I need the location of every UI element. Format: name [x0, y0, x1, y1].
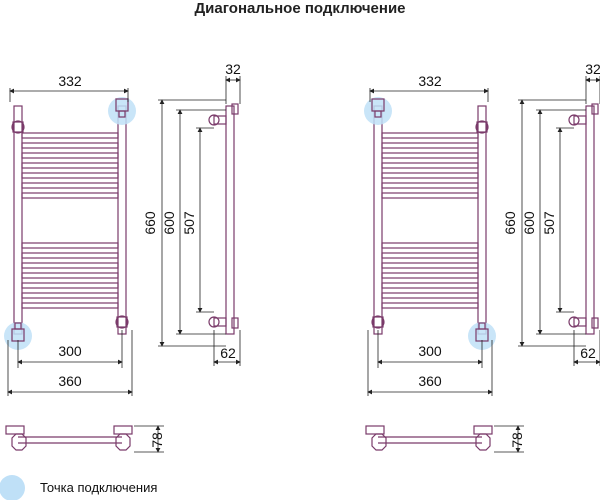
label-offset: 62 [580, 345, 596, 361]
label-top-width: 332 [418, 73, 442, 89]
dimension-top-width [9, 88, 129, 102]
view-right: 332 300 360 32 [364, 61, 600, 453]
label-height-total: 660 [142, 211, 158, 235]
label-base-depth: 78 [149, 432, 165, 448]
plan-view [365, 425, 493, 451]
dimension-heights [518, 99, 586, 347]
front-view [11, 98, 129, 342]
lower-rungs [381, 242, 479, 309]
dimension-depth-top [225, 76, 241, 104]
label-height-center: 600 [161, 211, 177, 235]
dimension-bottom-total [367, 330, 493, 396]
label-depth-top: 32 [225, 61, 241, 77]
dimension-base-depth [134, 425, 164, 453]
dimension-offset [573, 330, 600, 366]
view-left: 332 300 360 3 [4, 61, 241, 453]
label-offset: 62 [220, 345, 236, 361]
label-bottom-total: 360 [58, 373, 82, 389]
lower-rungs [21, 242, 119, 309]
legend-connection-marker [0, 475, 25, 500]
dimension-bottom-inner [17, 330, 123, 368]
dimension-heights [158, 99, 226, 347]
side-view [568, 103, 599, 335]
label-height-inner: 507 [181, 211, 197, 235]
dimension-bottom-total [7, 330, 133, 396]
upper-rungs [381, 132, 479, 199]
label-bottom-inner: 300 [418, 343, 442, 359]
label-bottom-inner: 300 [58, 343, 82, 359]
dimension-base-depth [494, 425, 524, 453]
dimension-top-width [369, 88, 489, 102]
label-bottom-total: 360 [418, 373, 442, 389]
side-view [208, 103, 239, 335]
page-title: Диагональное подключение [194, 0, 406, 17]
upper-rungs [21, 132, 119, 199]
label-depth-top: 32 [585, 61, 600, 77]
legend-label: Точка подключения [40, 480, 158, 495]
dimension-depth-top [585, 76, 600, 104]
dimension-offset [213, 330, 241, 366]
connection-point-marker [4, 322, 32, 350]
label-base-depth: 78 [509, 432, 525, 448]
label-height-total: 660 [502, 211, 518, 235]
plan-view [5, 425, 133, 451]
connection-point-marker [468, 322, 496, 350]
label-height-center: 600 [521, 211, 537, 235]
dimension-bottom-inner [377, 330, 483, 368]
label-height-inner: 507 [541, 211, 557, 235]
label-top-width: 332 [58, 73, 82, 89]
front-view [371, 105, 489, 335]
